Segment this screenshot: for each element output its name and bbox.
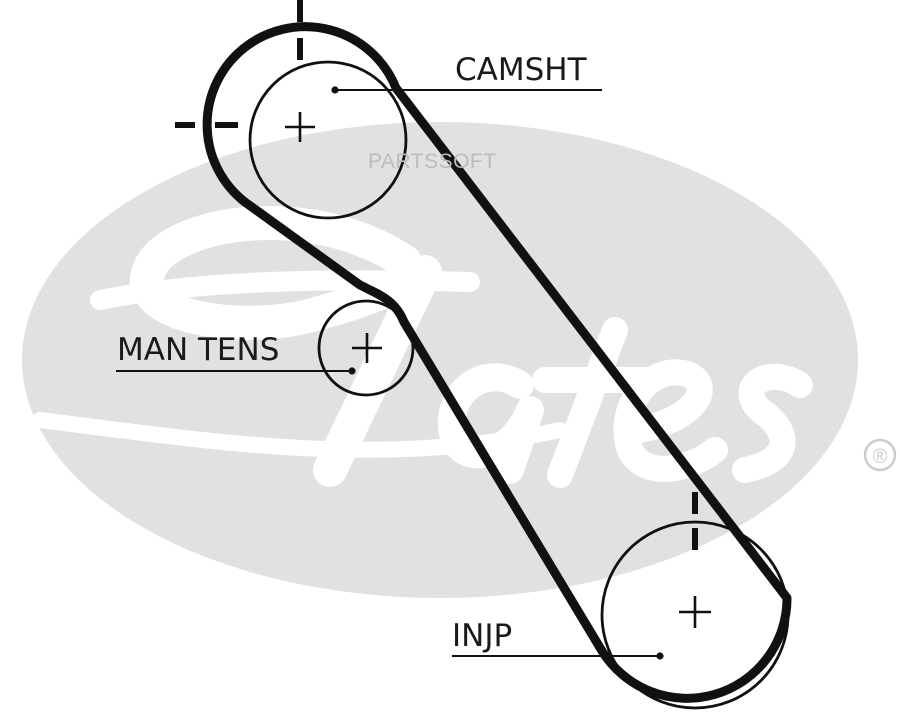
- camshaft-pulley: [248, 60, 408, 220]
- camshaft-label: CAMSHT: [455, 52, 588, 88]
- tensioner-center-mark: [352, 333, 382, 363]
- camshaft-center-mark: [285, 112, 315, 142]
- timing-belt: [202, 22, 792, 703]
- camshaft-leader-dot: [331, 86, 339, 94]
- logo-swoosh-bar: [90, 270, 480, 310]
- injection-pump-leader-dot: [656, 652, 664, 660]
- registered-mark: ®: [863, 438, 897, 472]
- logo-letter-a: [437, 363, 544, 484]
- watermark-text: PARTSSOFT: [368, 150, 497, 173]
- gates-logo: ®: [22, 122, 897, 598]
- tensioner-pulley: [317, 299, 415, 397]
- registered-mark-ring: [863, 438, 897, 472]
- logo-letter-s: [732, 363, 813, 483]
- logo-letter-e: [613, 359, 728, 482]
- tensioner-leader-dot: [348, 367, 356, 375]
- injection-pump-center-mark: [679, 596, 711, 628]
- tensioner-label: MAN TENS: [117, 332, 279, 368]
- registered-mark-glyph: ®: [873, 446, 888, 468]
- injection-pump-label: INJP: [452, 618, 512, 654]
